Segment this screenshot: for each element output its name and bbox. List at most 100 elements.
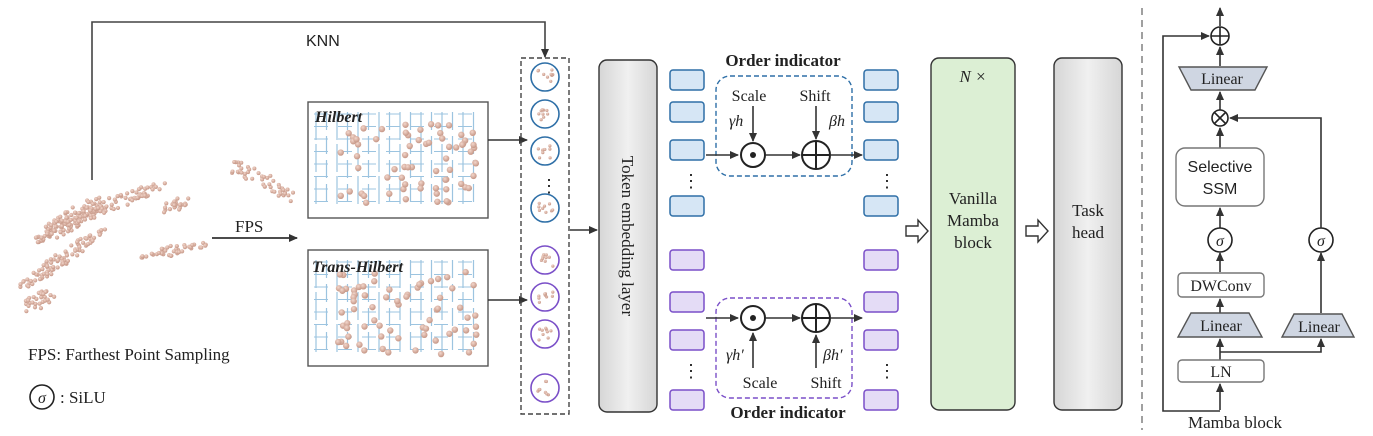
- point: [277, 185, 282, 190]
- point: [88, 216, 94, 221]
- point: [242, 171, 247, 176]
- point: [286, 193, 291, 198]
- point: [537, 156, 542, 160]
- point: [459, 141, 466, 148]
- point: [346, 188, 353, 195]
- point: [90, 201, 95, 207]
- tokens-left-column: [669, 69, 705, 411]
- point: [356, 341, 363, 348]
- point: [165, 245, 170, 250]
- point: [360, 283, 367, 290]
- knn-arrow: [91, 21, 549, 180]
- point: [282, 191, 287, 196]
- point: [125, 191, 130, 196]
- point: [33, 278, 38, 283]
- point: [65, 258, 71, 263]
- point: [398, 174, 406, 181]
- point: [37, 277, 43, 282]
- vanilla-label-2: Mamba: [947, 211, 999, 230]
- token-purple: [669, 329, 705, 351]
- point: [434, 275, 442, 283]
- point: [96, 205, 101, 211]
- point: [369, 303, 376, 311]
- point: [76, 219, 81, 224]
- point: [550, 294, 554, 298]
- point: [102, 210, 107, 215]
- point: [134, 190, 139, 195]
- point: [44, 259, 49, 264]
- point: [84, 236, 89, 241]
- point: [35, 240, 40, 245]
- point: [161, 210, 167, 215]
- point: [168, 253, 174, 258]
- ln-block: [1177, 359, 1265, 383]
- point: [265, 175, 270, 180]
- point: [142, 193, 147, 198]
- point: [442, 176, 449, 183]
- point: [104, 204, 109, 209]
- point: [182, 203, 188, 208]
- point: [281, 188, 286, 193]
- point: [149, 251, 154, 256]
- point: [73, 248, 78, 253]
- point: [53, 253, 58, 258]
- point: [261, 174, 266, 179]
- token-blue: [669, 139, 705, 161]
- point: [434, 305, 442, 312]
- point: [25, 277, 30, 282]
- point: [551, 208, 555, 212]
- point: [403, 293, 410, 300]
- point: [545, 108, 549, 113]
- point: [230, 169, 235, 174]
- point: [291, 190, 296, 195]
- task-label-1: Task: [1072, 201, 1104, 220]
- point: [343, 342, 350, 350]
- point: [97, 200, 102, 205]
- point: [74, 215, 79, 220]
- silu-left-icon: σ: [1207, 227, 1233, 253]
- point: [536, 69, 540, 73]
- point: [372, 135, 380, 143]
- point: [285, 187, 290, 192]
- point: [344, 320, 351, 327]
- point: [445, 143, 453, 151]
- point: [338, 309, 345, 316]
- point: [26, 298, 31, 303]
- token-blue: [669, 101, 705, 123]
- point: [41, 263, 46, 268]
- point: [451, 326, 459, 333]
- point: [99, 228, 104, 233]
- svg-text:σ: σ: [1317, 233, 1326, 250]
- point: [69, 212, 74, 218]
- point: [542, 204, 547, 208]
- point: [442, 155, 450, 162]
- point: [549, 72, 553, 76]
- point: [541, 151, 545, 155]
- point: [436, 294, 444, 301]
- point: [434, 198, 441, 205]
- patch-circle: [530, 193, 560, 223]
- point: [94, 197, 99, 202]
- point: [548, 147, 552, 151]
- point: [63, 210, 68, 215]
- mamba-block-title: Mamba block: [1188, 413, 1282, 432]
- token-purple: [863, 249, 899, 271]
- point: [135, 195, 140, 200]
- point: [386, 286, 393, 293]
- point: [371, 270, 378, 277]
- point: [362, 199, 370, 206]
- point: [90, 238, 95, 243]
- tokens-left-ellipsis-top: ⋮: [682, 171, 700, 191]
- point: [546, 336, 550, 340]
- residual-add-icon: [1210, 26, 1230, 46]
- token-embedding-label: Token embedding layer: [618, 156, 637, 317]
- point: [404, 164, 412, 171]
- point: [83, 213, 88, 218]
- point: [65, 219, 71, 224]
- tokens-right-ellipsis-bottom: ⋮: [878, 361, 896, 381]
- point: [467, 148, 474, 155]
- point: [256, 171, 261, 176]
- point: [32, 305, 38, 310]
- point: [72, 210, 78, 215]
- point: [546, 112, 550, 116]
